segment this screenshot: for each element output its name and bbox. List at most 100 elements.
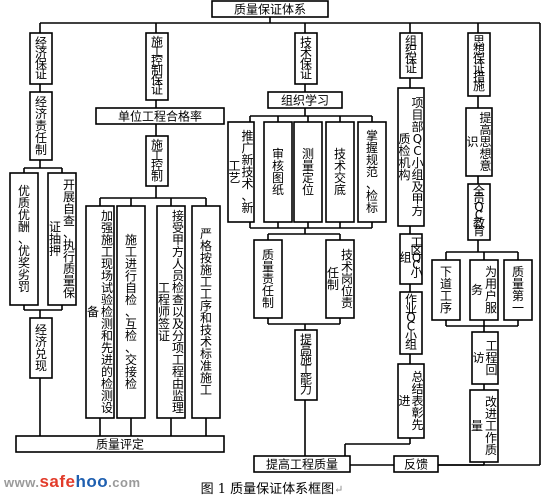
node-box <box>95 107 225 125</box>
node-label: 技术保证 <box>300 35 312 81</box>
node-label: 组织学习 <box>281 93 329 108</box>
node-label: 质量第一 <box>512 265 524 315</box>
node-openresp: 开展自查、执行质量保证抽押 <box>47 172 77 306</box>
node-label: 总结表彰先进 <box>398 370 423 432</box>
node-rules: 掌握规范、检标 <box>357 121 387 223</box>
node-box <box>397 87 425 227</box>
site-watermark: www.safehoo.com <box>4 472 141 492</box>
node-econ-cash: 经济兑现 <box>29 317 53 379</box>
node-box <box>156 205 186 419</box>
node-box <box>503 259 533 321</box>
node-label: 经济责任制 <box>35 95 47 157</box>
node-box <box>393 455 439 473</box>
node-box <box>263 121 293 223</box>
node-label: 施工进行自检、互检、交接检 <box>125 233 137 391</box>
node-box <box>431 259 461 321</box>
node-box <box>357 121 387 223</box>
node-box <box>227 121 255 223</box>
node-label: 思想保证措施 <box>473 34 485 93</box>
node-box <box>267 91 343 109</box>
node-box <box>85 205 115 419</box>
node-label: 推广新技术、新工艺 <box>228 129 253 215</box>
node-label: 单位工程合格率 <box>118 109 202 124</box>
node-box <box>145 32 169 101</box>
node-label: 反馈 <box>404 458 428 472</box>
node-label: 质量评定 <box>96 437 144 452</box>
node-promote: 推广新技术、新工艺 <box>227 121 255 223</box>
diagram-nodes: 质量保证体系经济保证施工控制保证技术保证组织保证思想保证措施经济责任制优质优酬、… <box>9 0 533 473</box>
node-box <box>29 317 53 379</box>
node-box <box>465 107 493 177</box>
node-strengthen: 加强施工现场试验检测和先进的检测设备 <box>85 205 115 419</box>
caption-text: 图 1 质量保证体系框图 <box>200 482 335 497</box>
node-label: 提高工程质量 <box>266 457 338 472</box>
node-prize: 优质优酬、优奖劣罚 <box>9 172 39 306</box>
node-box <box>399 291 423 355</box>
node-quality-first: 质量第一 <box>503 259 533 321</box>
watermark-suffix: .com <box>108 475 141 490</box>
watermark-mid2: hoo <box>75 472 109 491</box>
node-strict: 严格按施工工序和技术标准施工 <box>191 205 221 419</box>
node-label: 提高思想意识 <box>466 110 491 173</box>
node-label: 严格按施工工序和技术标准施工 <box>200 227 212 397</box>
caption-paragraph-mark: ↵ <box>334 483 344 496</box>
node-tech: 技术保证 <box>294 32 318 85</box>
diagram-connectors <box>23 16 541 466</box>
node-root: 质量保证体系 <box>211 0 329 18</box>
node-label: 开展自查、执行质量保证抽押 <box>49 178 75 300</box>
node-label: 技术交底 <box>334 147 346 197</box>
node-box <box>325 239 355 319</box>
node-box <box>15 435 225 453</box>
node-improve-proj: 提高工程质量 <box>253 455 351 473</box>
node-tech-disc: 技术交底 <box>325 121 355 223</box>
node-org-study: 组织学习 <box>267 91 343 109</box>
node-box <box>29 32 53 85</box>
node-box <box>397 363 425 439</box>
node-post-resp: 技术岗位责任制 <box>325 239 355 319</box>
node-box <box>399 233 423 285</box>
node-commend: 总结表彰先进 <box>397 363 425 439</box>
node-box <box>116 205 146 419</box>
node-review: 审核图纸 <box>263 121 293 223</box>
node-const-ctrl: 施工控制 <box>145 135 169 187</box>
node-box <box>471 331 499 385</box>
node-box <box>191 205 221 419</box>
node-const: 施工控制保证 <box>145 32 169 101</box>
node-box <box>467 32 491 97</box>
node-label: 下道工序 <box>440 265 452 315</box>
node-label: 质量责任制 <box>262 248 274 310</box>
node-label: 提高施工能力 <box>300 332 312 397</box>
watermark-mid1: safe <box>39 472 76 491</box>
node-box <box>211 0 329 18</box>
node-box <box>253 455 351 473</box>
node-q-eval: 质量评定 <box>15 435 225 453</box>
node-label: 技术岗位责任制 <box>327 248 353 310</box>
node-survey: 测量定位 <box>293 121 323 223</box>
node-econ-resp: 经济责任制 <box>29 91 53 161</box>
node-box <box>293 121 323 223</box>
node-box <box>399 32 423 79</box>
node-improve-qual: 改进工作质量 <box>469 389 499 463</box>
node-label: 施工控制 <box>151 138 163 184</box>
node-label: 加强施工现场试验检测和先进的检测设备 <box>87 209 113 415</box>
node-unit-rate: 单位工程合格率 <box>95 107 225 125</box>
node-label: 施工控制保证 <box>151 35 163 97</box>
node-inspect: 接受甲方人员检查以及分项工程由监理工程师签证 <box>156 205 186 419</box>
node-next-proc: 下道工序 <box>431 259 461 321</box>
node-label: 经济兑现 <box>35 323 47 373</box>
node-label: 质量保证体系 <box>234 3 306 17</box>
node-label: 审核图纸 <box>272 146 284 197</box>
node-box <box>47 172 77 306</box>
node-eng-visit: 工程回访 <box>471 331 499 385</box>
node-raise-aware: 提高思想意识 <box>465 107 493 177</box>
node-serve-user: 为用户服务 <box>469 259 499 321</box>
watermark-prefix: www. <box>4 475 40 490</box>
node-label: 为用户服务 <box>471 265 497 315</box>
node-selfcheck: 施工进行自检、互检、交接检 <box>116 205 146 419</box>
